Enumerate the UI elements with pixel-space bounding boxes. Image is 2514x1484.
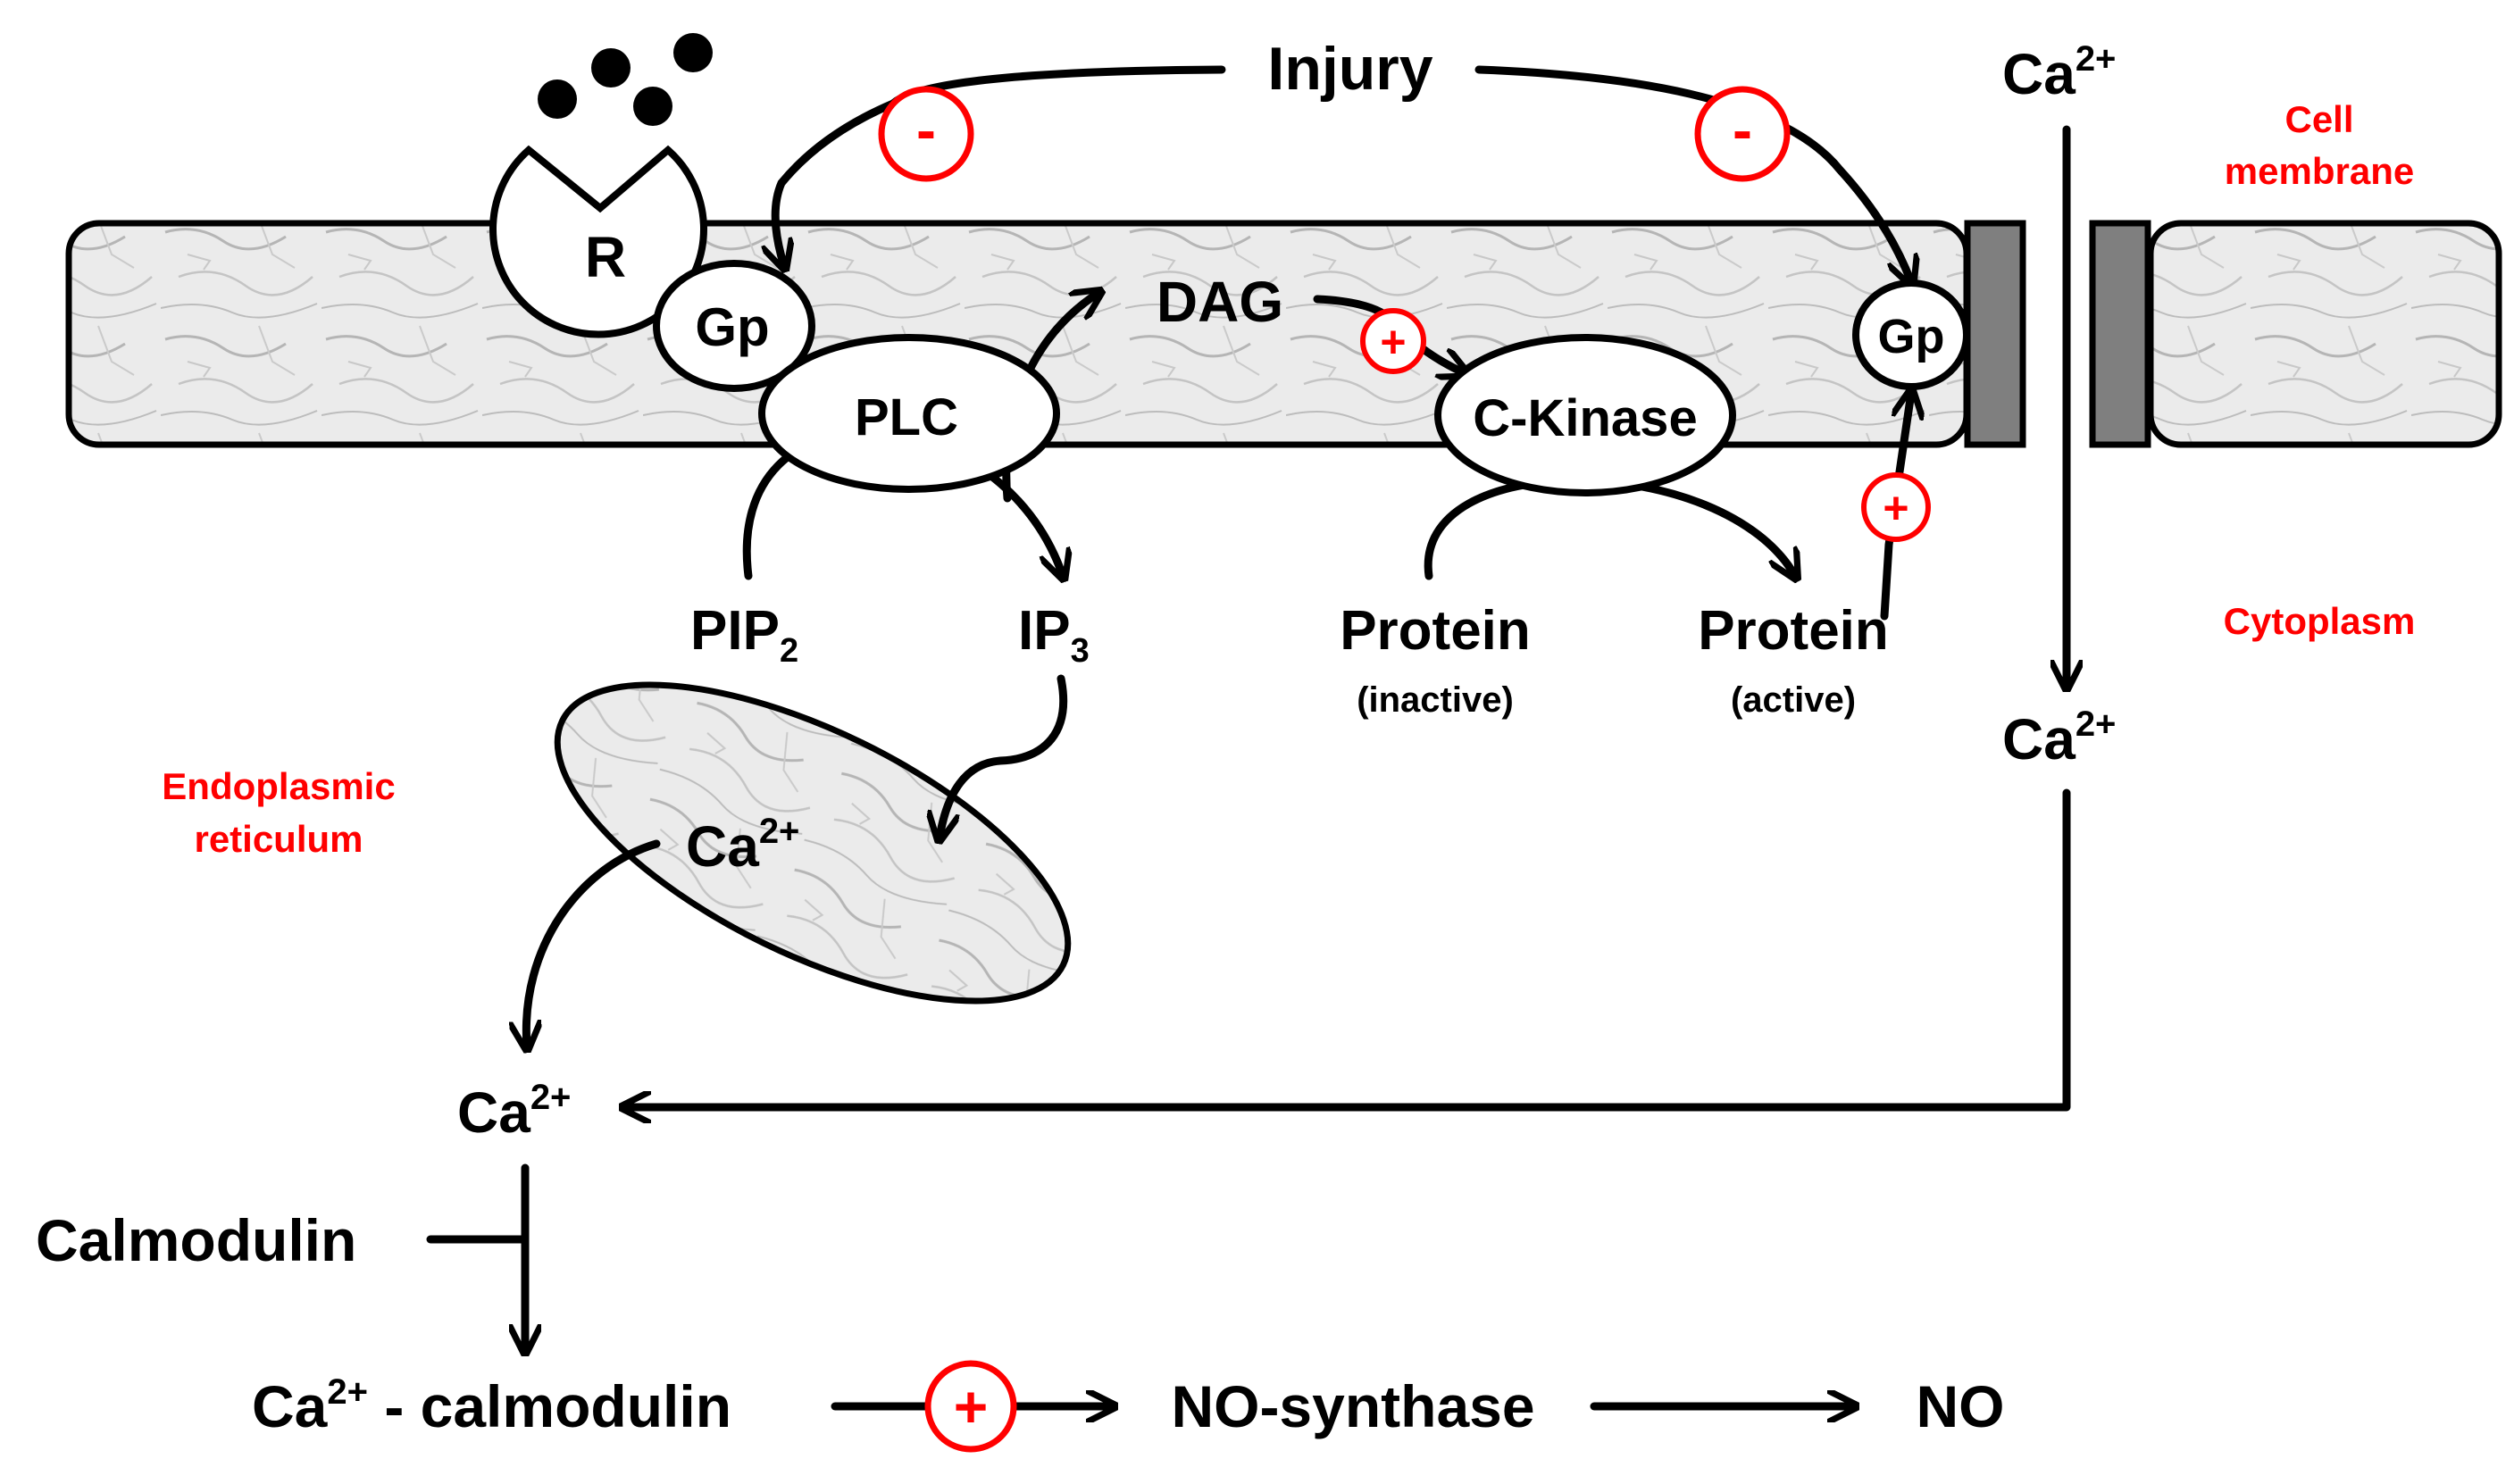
receptor-shape bbox=[489, 145, 707, 338]
activation-sign-dag: + bbox=[1360, 308, 1426, 374]
svg-text:+: + bbox=[1883, 483, 1908, 533]
svg-text:+: + bbox=[1380, 317, 1406, 367]
no-label: NO bbox=[1917, 1373, 2005, 1439]
c-kinase-label: C-Kinase bbox=[1473, 389, 1697, 447]
gp-left-shape bbox=[653, 260, 815, 392]
cell-membrane-label-1: Cell bbox=[2284, 98, 2353, 140]
protein-active-state: (active) bbox=[1731, 680, 1856, 720]
ca-cytosol-label: Ca2+ bbox=[457, 1078, 571, 1145]
pip2-label: PIP2 bbox=[690, 600, 798, 670]
cell-membrane-right bbox=[2147, 220, 2502, 448]
activation-sign-protein: + bbox=[1861, 472, 1931, 542]
inhibition-sign-left: - bbox=[878, 86, 974, 182]
ion-channel-left bbox=[1964, 220, 2026, 448]
protein-active-label: Protein bbox=[1698, 600, 1889, 662]
ion-channel-right bbox=[2089, 220, 2151, 448]
protein-inactive-label: Protein bbox=[1340, 600, 1531, 662]
arrow-er-release bbox=[526, 839, 661, 1046]
receptor-label: R bbox=[585, 225, 626, 289]
gp-right-shape bbox=[1852, 279, 1970, 390]
plc-label: PLC bbox=[855, 388, 958, 446]
ligand-dot bbox=[538, 79, 577, 119]
c-kinase-shape bbox=[1434, 334, 1736, 496]
er-label-2: reticulum bbox=[194, 818, 363, 860]
activation-sign-nos: + bbox=[924, 1360, 1017, 1453]
gp-right-label: Gp bbox=[1878, 310, 1945, 363]
arrow-ip3-to-er bbox=[940, 674, 1068, 838]
svg-text:-: - bbox=[1733, 96, 1752, 163]
arrow-injury-to-gp-right bbox=[1474, 65, 1911, 282]
gp-left-label: Gp bbox=[695, 297, 769, 357]
ca-calmodulin-label: Ca2+ - calmodulin bbox=[252, 1372, 731, 1439]
calmodulin-label: Calmodulin bbox=[36, 1207, 356, 1273]
arrow-protein-to-gp bbox=[1880, 393, 1911, 621]
ca-extracellular-label: Ca2+ bbox=[2002, 39, 2116, 106]
cell-membrane-label-2: membrane bbox=[2225, 150, 2414, 192]
svg-text:-: - bbox=[916, 96, 936, 163]
svg-text:+: + bbox=[954, 1373, 989, 1439]
ca-cytoplasm-label: Ca2+ bbox=[2002, 704, 2116, 771]
arrow-injury-to-gp-left bbox=[775, 65, 1226, 266]
arrow-ca-to-cytosol bbox=[625, 788, 2071, 1107]
er-label-1: Endoplasmic bbox=[162, 765, 395, 807]
protein-inactive-state: (inactive) bbox=[1357, 680, 1514, 720]
ca-er-label: Ca2+ bbox=[686, 812, 799, 879]
ligand-dot bbox=[673, 33, 713, 72]
no-synthase-label: NO-synthase bbox=[1171, 1373, 1534, 1439]
cytoplasm-label: Cytoplasm bbox=[2224, 600, 2416, 642]
ligand-dot bbox=[633, 87, 672, 126]
injury-label: Injury bbox=[1267, 35, 1432, 103]
plc-shape bbox=[758, 334, 1060, 493]
ligand-dot bbox=[591, 48, 631, 88]
endoplasmic-reticulum bbox=[554, 681, 1072, 1005]
ip3-label: IP3 bbox=[1018, 600, 1090, 670]
dag-label: DAG bbox=[1157, 270, 1283, 334]
inhibition-sign-right: - bbox=[1694, 86, 1791, 182]
